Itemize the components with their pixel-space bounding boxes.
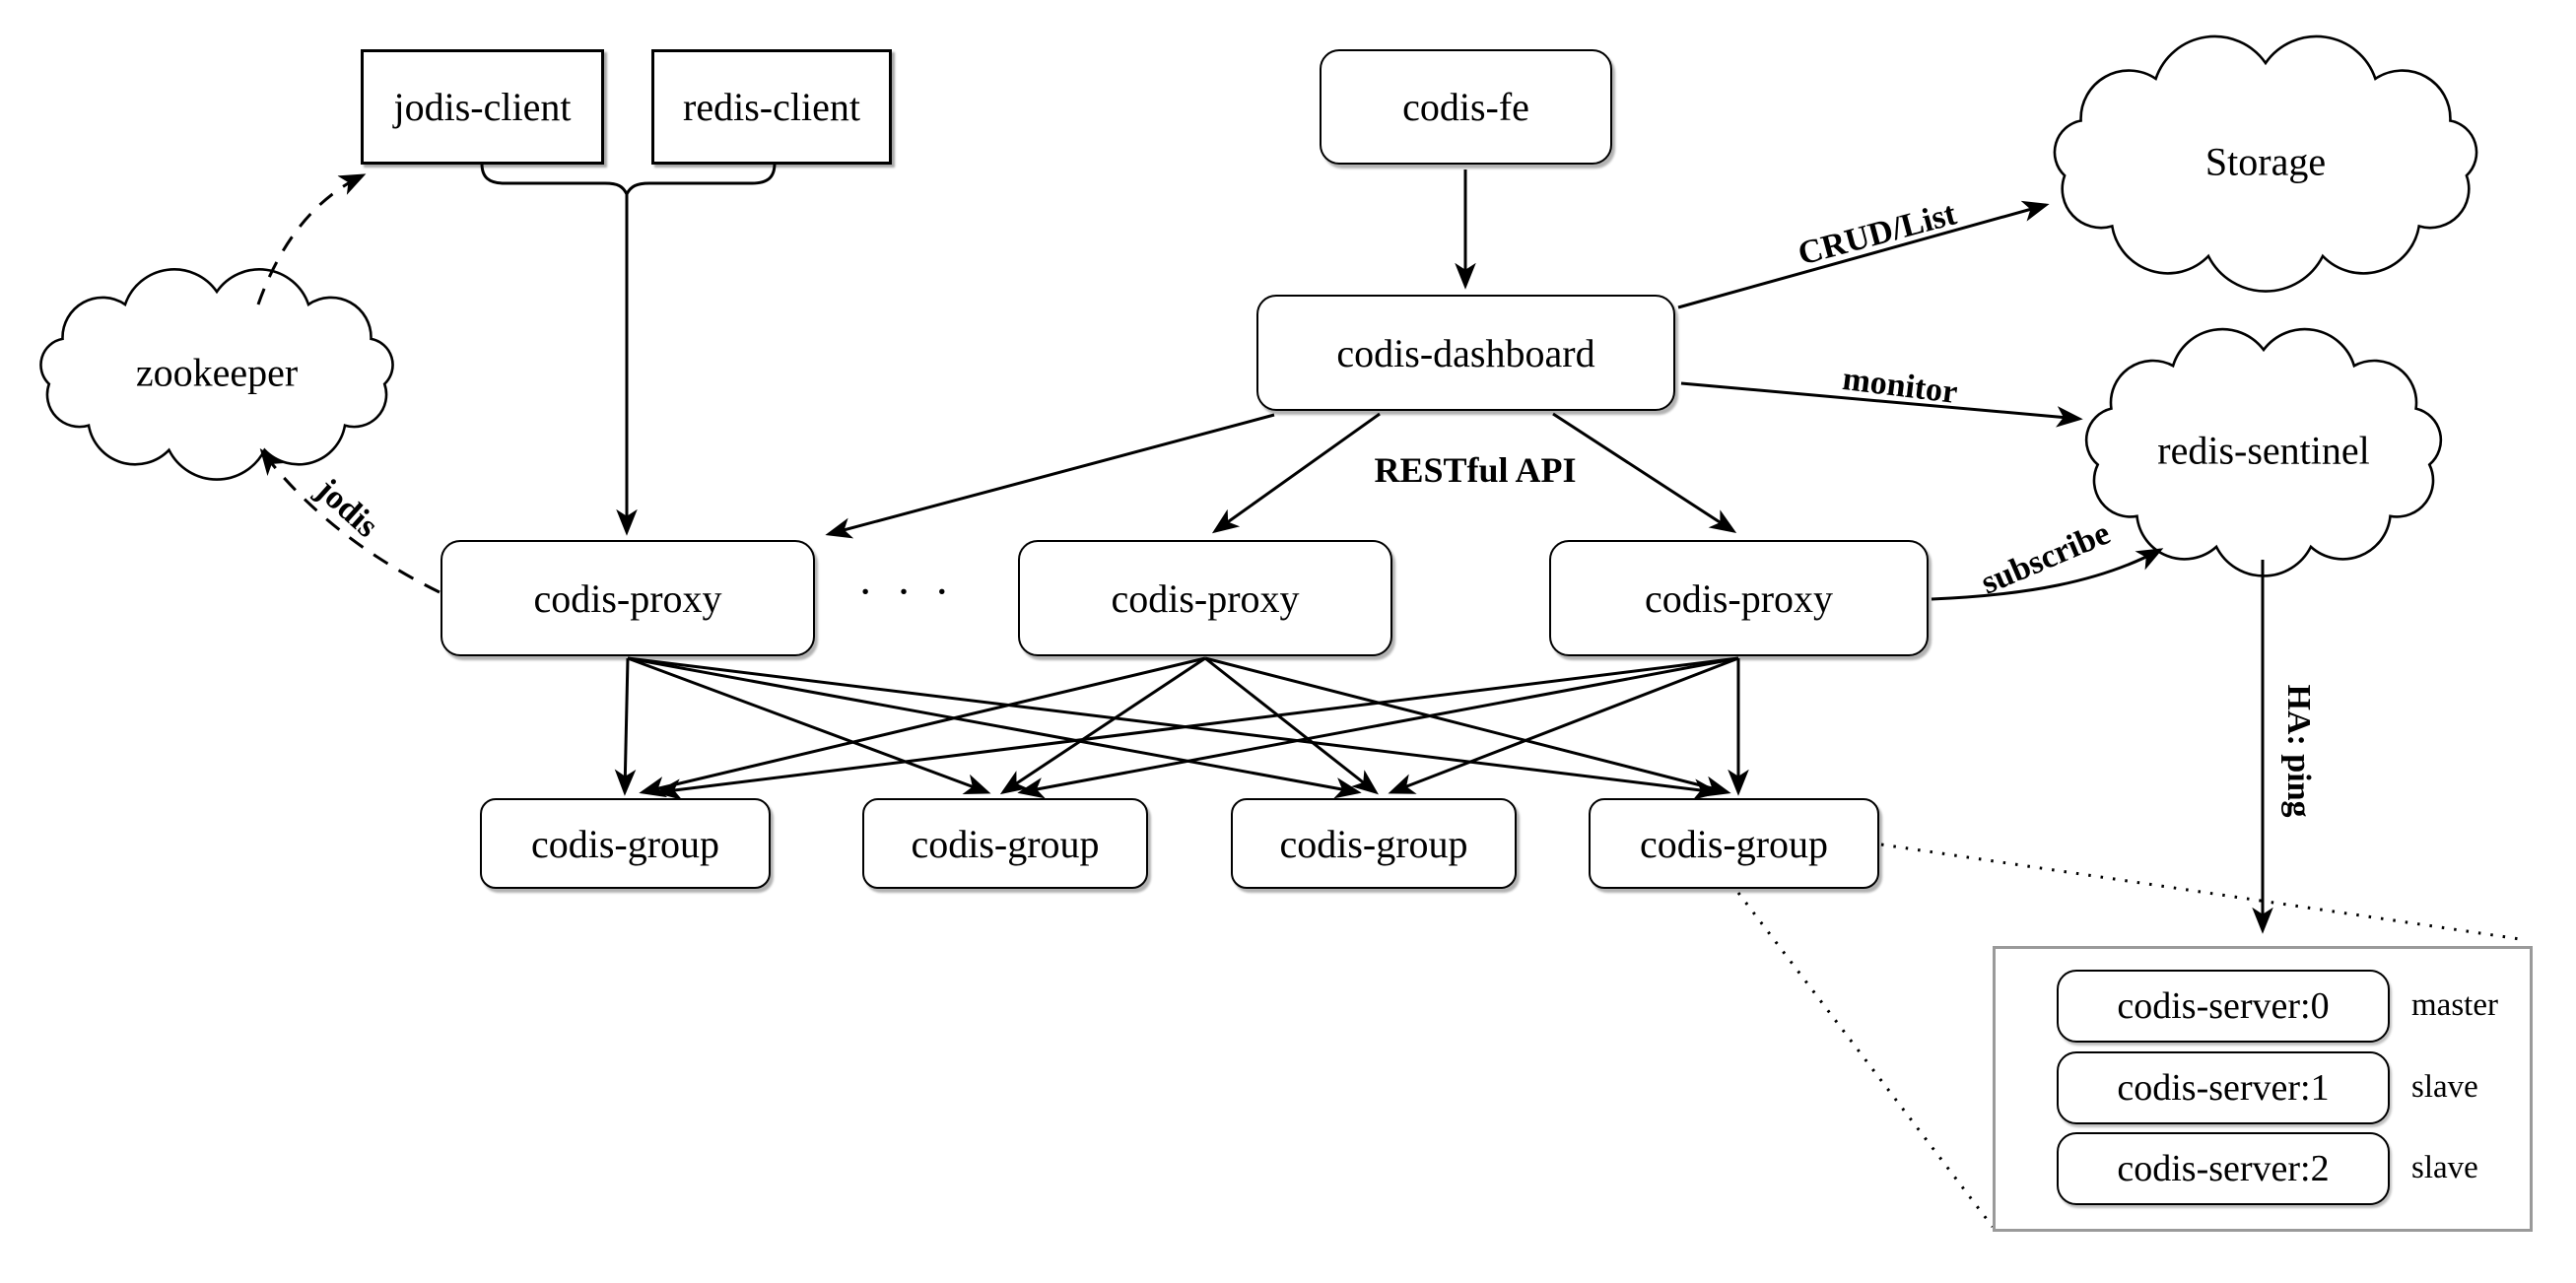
edge-dashboard-to-proxy1 xyxy=(825,413,1275,539)
dotted-group4-to-detail-top xyxy=(1880,843,2528,942)
edge-dashboard-to-proxy3 xyxy=(1552,412,1737,534)
proxy-ellipsis: · · · xyxy=(857,566,956,617)
node-codis-group-1: codis-group xyxy=(480,798,771,889)
edge-crud-to-storage xyxy=(1677,200,2050,309)
storage-label: Storage xyxy=(2204,139,2327,184)
node-codis-group-4: codis-group xyxy=(1589,798,1879,889)
edge-proxy3-group3 xyxy=(1388,656,1739,794)
zookeeper-cloud xyxy=(39,268,394,481)
edge-proxy2-group1 xyxy=(639,656,1206,798)
server-role-master: master xyxy=(2411,987,2498,1023)
dotted-group4-to-detail-bottom xyxy=(1736,892,1995,1228)
node-codis-fe: codis-fe xyxy=(1320,49,1612,165)
node-redis-client: redis-client xyxy=(651,49,892,165)
edge-proxy3-subscribe-sentinel xyxy=(1931,548,2164,601)
node-codis-server-1: codis-server:1 xyxy=(2057,1051,2390,1124)
edge-dashboard-to-proxy2 xyxy=(1211,412,1381,534)
node-codis-group-2: codis-group xyxy=(862,798,1148,889)
edge-proxy2-group2 xyxy=(999,656,1206,795)
zookeeper-label: zookeeper xyxy=(135,350,299,395)
storage-cloud xyxy=(2053,34,2478,293)
edge-proxy1-group1 xyxy=(614,657,637,796)
node-jodis-client: jodis-client xyxy=(361,49,604,165)
edge-zookeeper-to-jodis-client xyxy=(256,173,367,305)
edge-proxy2-group4 xyxy=(1204,656,1731,797)
node-codis-group-3: codis-group xyxy=(1231,798,1517,889)
node-codis-server-2: codis-server:2 xyxy=(2057,1132,2390,1205)
edge-proxy2-group3 xyxy=(1204,656,1379,795)
edge-proxy3-group1 xyxy=(654,656,1739,800)
edge-proxy1-group3 xyxy=(627,656,1362,799)
server-role-slave-2: slave xyxy=(2411,1150,2478,1185)
edge-proxy1-to-zookeeper xyxy=(259,447,441,594)
edge-label-restful-api: RESTful API xyxy=(1374,450,1577,490)
redis-sentinel-label: redis-sentinel xyxy=(2157,428,2370,473)
edge-proxy1-group2 xyxy=(627,656,991,795)
node-codis-server-0: codis-server:0 xyxy=(2057,970,2390,1043)
edge-label-ha-ping: HA: ping xyxy=(2280,684,2317,818)
edge-monitor-to-sentinel xyxy=(1680,381,2083,428)
server-role-slave-1: slave xyxy=(2411,1069,2478,1105)
edge-proxy1-group4 xyxy=(627,656,1721,800)
node-codis-proxy-1: codis-proxy xyxy=(441,540,815,656)
node-codis-proxy-2: codis-proxy xyxy=(1018,540,1392,656)
edge-proxy3-group2 xyxy=(1017,656,1739,799)
node-codis-proxy-3: codis-proxy xyxy=(1549,540,1929,656)
node-codis-dashboard: codis-dashboard xyxy=(1256,295,1675,411)
clients-brace xyxy=(480,163,777,198)
